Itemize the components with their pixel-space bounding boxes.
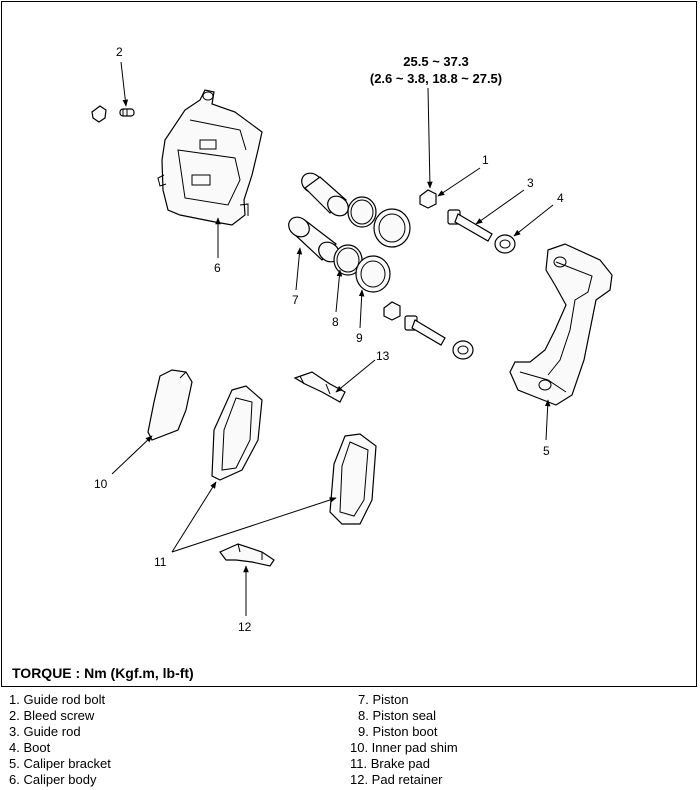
callout-3: 3 <box>527 176 534 190</box>
inner-pad-shim-part <box>147 369 193 441</box>
legend-item: 1. Guide rod bolt <box>9 692 106 707</box>
legend-item: 5. Caliper bracket <box>9 756 111 771</box>
legend-item: 9. Piston boot <box>358 724 438 739</box>
legend-item: 2. Bleed screw <box>9 708 95 723</box>
callout-11: 11 <box>154 555 167 569</box>
torque-units-label: TORQUE : Nm (Kgf.m, lb-ft) <box>12 665 194 681</box>
callout-6: 6 <box>214 261 221 275</box>
torque-conversion: (2.6 ~ 3.8, 18.8 ~ 27.5) <box>369 71 503 86</box>
upper-pad-retainer-part <box>293 371 346 403</box>
callout-1: 1 <box>482 153 489 167</box>
callout-10: 10 <box>94 477 108 491</box>
callout-13: 13 <box>376 349 390 363</box>
legend-item: 8. Piston seal <box>358 708 437 723</box>
piston-boot-part <box>355 208 411 293</box>
legend-item: 4. Boot <box>9 740 51 755</box>
legend-item: 6. Caliper body <box>9 772 97 787</box>
caliper-body-part <box>157 89 263 226</box>
legend-item: 12. Pad retainer <box>350 772 443 787</box>
callout-4: 4 <box>557 191 564 205</box>
guide-rod-part <box>404 209 493 346</box>
callout-2: 2 <box>116 45 123 59</box>
callout-numbers: 1 2 3 4 5 6 7 8 9 10 11 12 13 <box>94 45 564 634</box>
torque-value: 25.5 ~ 37.3 <box>403 54 469 69</box>
callout-8: 8 <box>332 315 339 329</box>
exploded-view-diagram: 1 2 3 4 5 6 7 8 9 10 11 12 13 <box>91 45 613 634</box>
legend-item: 3. Guide rod <box>9 724 81 739</box>
boot-part <box>452 234 516 360</box>
callout-9: 9 <box>356 331 363 345</box>
diagram-frame <box>1 1 697 687</box>
bleed-screw-part <box>91 105 135 123</box>
brake-pad-part <box>211 385 377 525</box>
piston-part <box>288 172 349 263</box>
legend-item: 10. Inner pad shim <box>350 740 458 755</box>
caliper-bracket-part <box>509 243 613 406</box>
callout-12: 12 <box>238 620 252 634</box>
piston-seal-part <box>333 196 377 276</box>
callout-7: 7 <box>292 293 299 307</box>
pad-retainer-part <box>219 543 275 567</box>
legend-item: 11. Brake pad <box>350 756 430 771</box>
callout-5: 5 <box>543 444 550 458</box>
leader-lines <box>111 61 554 616</box>
guide-rod-bolt-part <box>383 189 437 321</box>
legend-item: 7. Piston <box>358 692 409 707</box>
